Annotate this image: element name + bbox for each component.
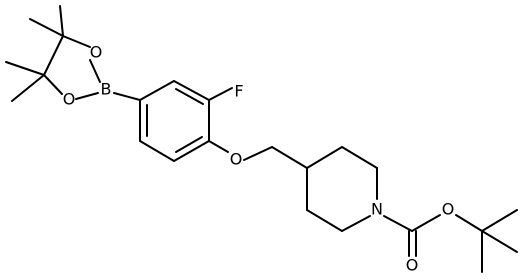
- bond-c-o-ether: [208, 140, 229, 153]
- bond-c-c-pinacol: [43, 35, 64, 76]
- atom-label-boronate-oxygen-top: O: [90, 43, 103, 62]
- bond-pip-n-c6: [341, 215, 371, 232]
- atom-label-carbonyl-oxygen: O: [406, 256, 419, 275]
- atom-labels: F O B O O N O O: [63, 43, 455, 275]
- bond-ring-inner-1: [175, 88, 204, 105]
- atom-label-piperidine-nitrogen: N: [371, 200, 383, 219]
- bond-ring-c4-c5: [139, 140, 175, 162]
- bond-me-4: [11, 74, 45, 102]
- bond-pip-c4-c3: [306, 146, 343, 169]
- bond-carbonyl-o-ester: [411, 214, 441, 232]
- bond-pip-c6-c5: [306, 209, 343, 232]
- bond-me-3: [5, 61, 45, 76]
- bond-tbu-me-up: [481, 209, 518, 232]
- bond-o-bottom-b: [75, 92, 99, 100]
- bond-ring-c3-c4: [173, 140, 210, 162]
- atom-label-boron: B: [101, 80, 112, 99]
- bond-pip-c3-c2: [341, 146, 378, 169]
- bond-me-1: [59, 5, 64, 37]
- bond-n-carbonyl: [383, 215, 413, 232]
- bond-c-b: [113, 92, 141, 101]
- atom-label-boronate-oxygen-bottom: O: [63, 90, 76, 109]
- bond-o-top-c: [62, 35, 91, 48]
- bond-tbu-me-right: [481, 230, 518, 253]
- bond-b-o-top: [89, 59, 101, 83]
- atom-label-carbamate-ester-oxygen: O: [442, 200, 455, 219]
- bond-me-2: [29, 18, 64, 37]
- bonds: [5, 5, 518, 273]
- bond-ring-inner-2: [175, 136, 203, 153]
- bond-ring-c6-c1: [139, 80, 175, 101]
- bond-c-f: [208, 87, 233, 101]
- bond-o-tbu: [455, 214, 483, 232]
- bond-c-o-bottom: [43, 74, 63, 95]
- atom-label-fluorine: F: [234, 82, 243, 101]
- bond-ch2-ch: [271, 146, 308, 169]
- atom-label-ether-oxygen: O: [230, 150, 243, 169]
- bond-ring-c1-c2: [173, 80, 210, 101]
- bond-o-ch2: [243, 146, 273, 161]
